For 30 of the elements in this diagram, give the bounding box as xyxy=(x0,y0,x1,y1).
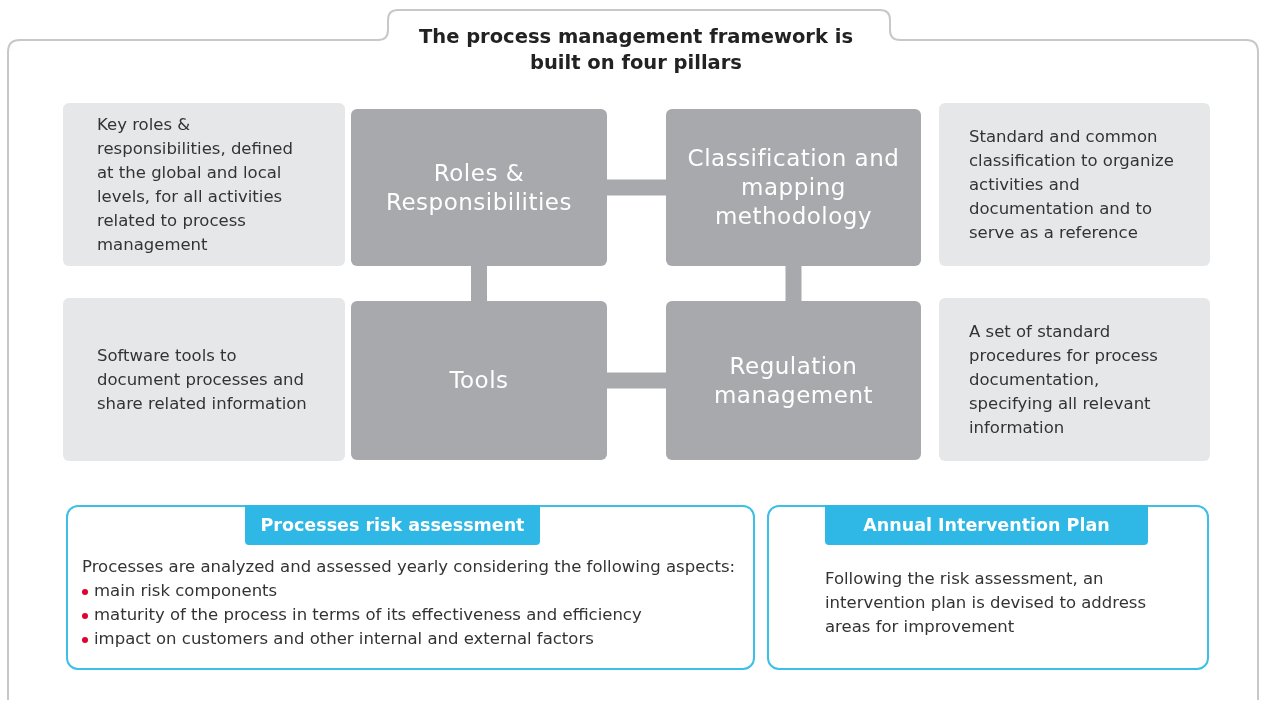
connector-bar xyxy=(607,179,666,196)
diagram-title: The process management framework is built on four pillars xyxy=(417,24,855,76)
pillar-title: Tools xyxy=(449,366,509,395)
pillar-title: Regulation management xyxy=(712,351,875,410)
description-box xyxy=(939,298,1210,461)
bullet-text: main risk components xyxy=(94,581,278,600)
description-box xyxy=(63,298,345,461)
description-text: Standard and common classification to organize activities and documentation and to serve as a reference xyxy=(969,125,1175,244)
description-text: Software tools to document processes and share related information xyxy=(97,344,308,415)
pillar-box xyxy=(351,301,607,460)
pillar-title: Classification and mapping methodology xyxy=(686,144,901,231)
connector-bar xyxy=(785,266,802,301)
body-text: Following the risk assessment, an intervention plan is devised to address areas for improvement xyxy=(824,568,1148,638)
body-text: Processes are analyzed and assessed yearly considering the following aspects: xyxy=(82,556,737,578)
connector-bar xyxy=(607,372,666,389)
info-card xyxy=(66,505,755,670)
description-text: Key roles & responsibilities, defined at the global and local levels, for all activities related to process management xyxy=(97,113,294,256)
pillar-title: Roles & Responsibilities xyxy=(385,158,573,217)
card-heading: Annual Intervention Plan xyxy=(825,505,1148,545)
pillar-box xyxy=(666,109,921,266)
connector-bar xyxy=(471,266,487,301)
description-box xyxy=(63,103,345,266)
description-box xyxy=(939,103,1210,266)
bullet-text: maturity of the process in terms of its effectiveness and efficiency xyxy=(94,605,642,624)
card-heading: Processes risk assessment xyxy=(245,505,540,545)
pillar-box xyxy=(666,301,921,460)
info-card xyxy=(767,505,1209,670)
description-text: A set of standard procedures for process documentation, specifying all relevant information xyxy=(969,320,1159,439)
bullet-text: impact on customers and other internal and external factors xyxy=(94,629,594,648)
pillar-box xyxy=(351,109,607,266)
